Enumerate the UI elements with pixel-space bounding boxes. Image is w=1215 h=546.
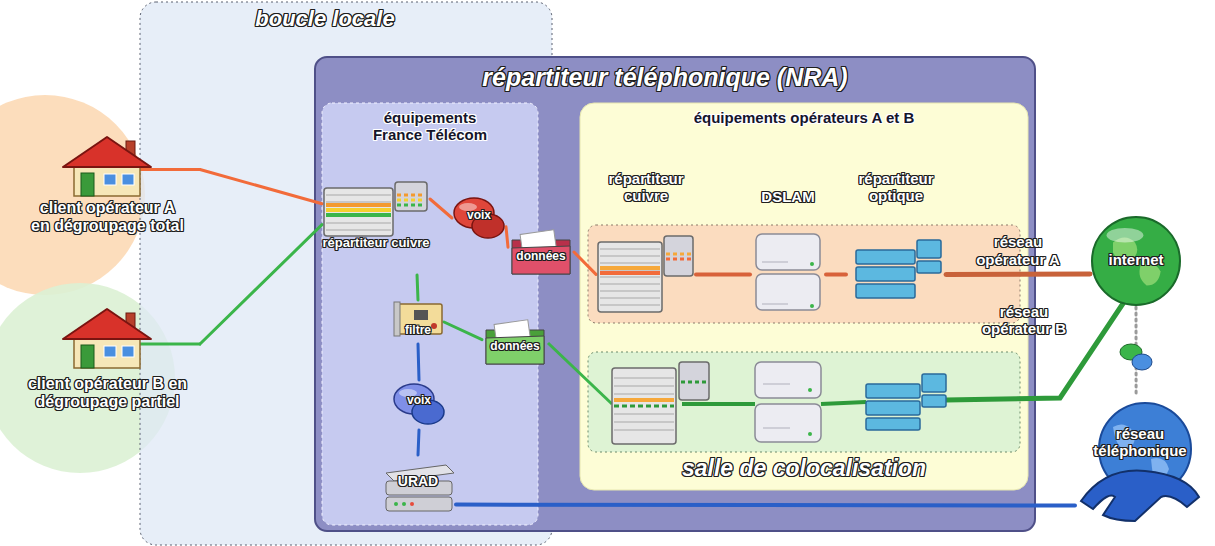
urad-device: URAD	[380, 455, 456, 517]
client-house-icon	[62, 307, 152, 369]
node-label: DSLAM	[740, 188, 836, 205]
node-label: données	[508, 250, 574, 264]
node-label: répartiteur téléphonique (NRA)	[445, 63, 885, 92]
network-label: réseau opérateur B	[968, 303, 1080, 338]
node-label: URAD	[380, 473, 456, 489]
connector-line	[430, 199, 452, 218]
node-label: filtre	[392, 324, 444, 338]
node-label: répartiteur optique	[838, 170, 954, 205]
internet-globe: internet	[1090, 215, 1182, 307]
dslam-server: DSLAM	[750, 170, 826, 315]
telephone-network: réseau téléphonique	[1075, 395, 1205, 525]
client-house: client opérateur B en dégroupage partiel	[15, 305, 200, 435]
node-label: client opérateur A en dégroupage total	[15, 199, 200, 236]
node-label: internet	[1090, 251, 1182, 268]
node-label: salle de colocalisation	[580, 455, 1028, 481]
copper-frame: répartiteur cuivre	[596, 170, 696, 315]
equipment-group: équipements opérateurs A et B salle de co…	[580, 103, 1028, 490]
edge-label: réseau opérateur A	[962, 233, 1074, 268]
connector-line	[696, 272, 750, 276]
optical-frame: répartiteur optique	[846, 170, 946, 315]
copper-frame: répartiteur cuivre	[322, 180, 430, 275]
building-area: répartiteur téléphonique (NRA) équipement…	[315, 57, 1035, 531]
connector-line	[444, 322, 482, 340]
connector-line	[200, 170, 322, 204]
optical-frame-icon	[854, 236, 944, 310]
copper-frame-icon	[596, 234, 696, 314]
dslam-server-icon	[754, 232, 822, 312]
client-house-icon	[62, 135, 152, 197]
connector-line	[946, 271, 1090, 277]
connector-line	[456, 503, 1075, 508]
filter-board: filtre	[392, 300, 444, 344]
data-folder: données	[482, 318, 548, 366]
connector-line	[200, 225, 322, 344]
node-label: voix	[452, 209, 506, 223]
voice-bubble: voix	[392, 380, 446, 430]
connector-line	[574, 252, 596, 274]
node-label: données	[482, 340, 548, 354]
connector-line	[418, 344, 419, 380]
copper-frame-icon	[322, 180, 430, 238]
node-label: client opérateur B en dégroupage partiel	[15, 375, 200, 412]
node-label: équipements France Télécom	[360, 109, 500, 144]
data-folder: données	[508, 228, 574, 276]
node-label: réseau téléphonique	[1075, 425, 1205, 460]
client-house: client opérateur A en dégroupage total	[15, 135, 200, 250]
connector-line	[418, 430, 419, 455]
node-label: répartiteur cuivre	[588, 170, 704, 205]
voice-bubble: voix	[452, 196, 506, 240]
telephone-network-icon	[1075, 397, 1205, 525]
node-label: répartiteur cuivre	[322, 236, 430, 251]
node-label: boucle locale	[240, 6, 410, 31]
connector-line	[826, 272, 846, 276]
connector-line	[416, 275, 420, 300]
node-label: équipements opérateurs A et B	[580, 109, 1028, 126]
node-label: voix	[392, 394, 446, 408]
connector-line	[506, 227, 508, 247]
equipment-group: équipements France Télécom répartiteur cu…	[322, 103, 538, 525]
